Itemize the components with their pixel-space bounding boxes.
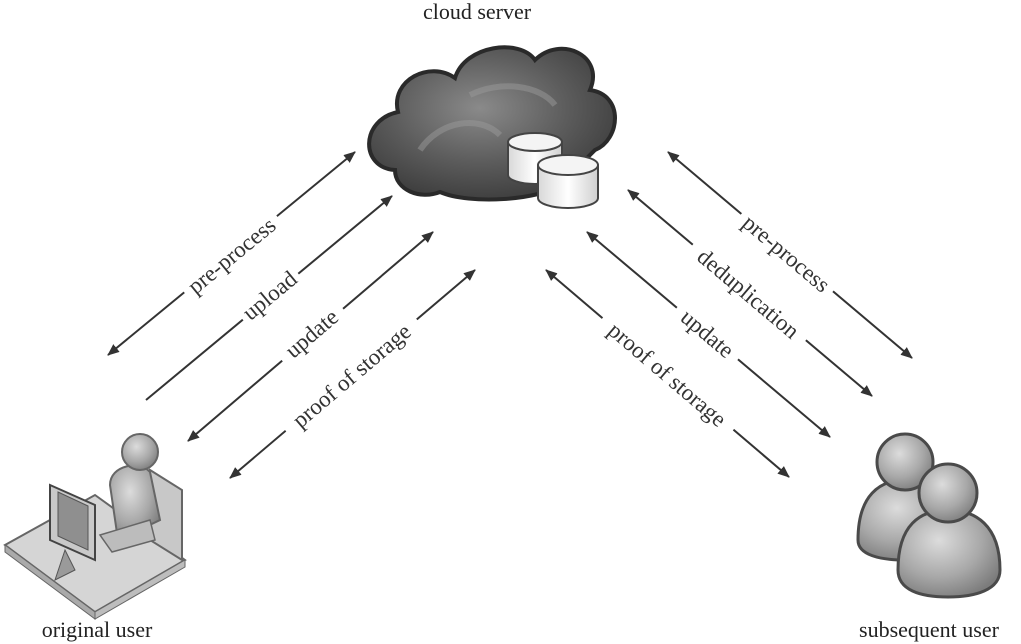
original-user-label: original user <box>42 617 153 642</box>
edge-label-upload: upload <box>238 266 303 325</box>
edge-label-update-right: update <box>676 304 739 363</box>
edge-label-update-left: update <box>280 304 343 363</box>
right-edge-labels: pre-process deduplication update proof o… <box>593 204 841 440</box>
cloud-server-label: cloud server <box>423 0 532 24</box>
subsequent-user-icon <box>856 432 1002 599</box>
original-user-icon <box>3 433 187 620</box>
subsequent-user-label: subsequent user <box>859 617 1000 642</box>
left-edge-labels: pre-process upload update proof of stora… <box>176 207 426 441</box>
database-icon <box>507 132 599 209</box>
cloud-server-icon <box>367 45 617 209</box>
